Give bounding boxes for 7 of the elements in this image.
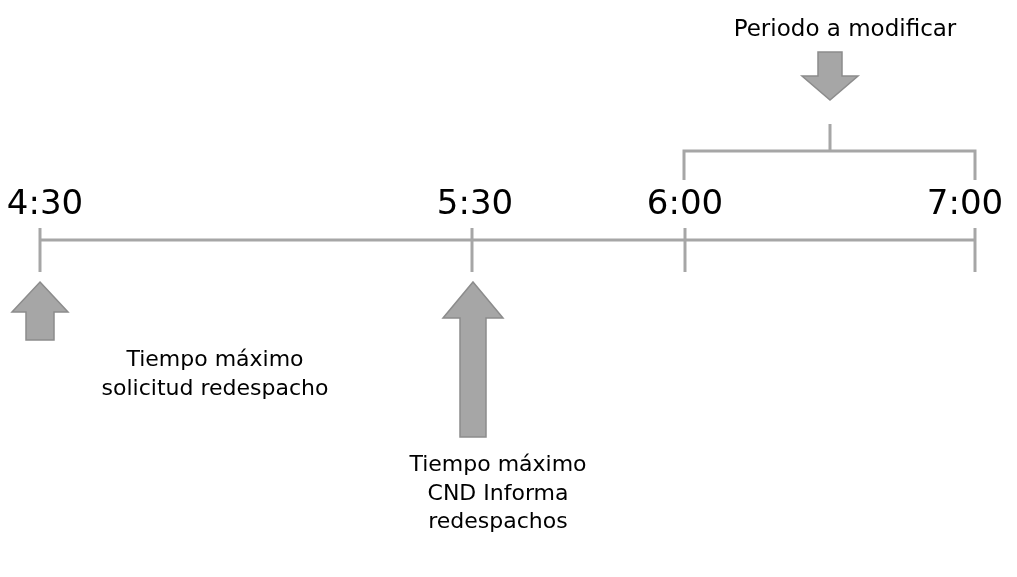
time-label: 5:30 [435,181,515,224]
time-label: 7:00 [925,181,1005,224]
milestone-label: Tiempo máximo CND Informa redespachos [408,450,588,536]
period-label: Periodo a modificar [732,14,958,43]
time-label: 4:30 [5,181,85,224]
time-label: 6:00 [645,181,725,224]
milestone-label: Tiempo máximo solicitud redespacho [100,345,330,402]
